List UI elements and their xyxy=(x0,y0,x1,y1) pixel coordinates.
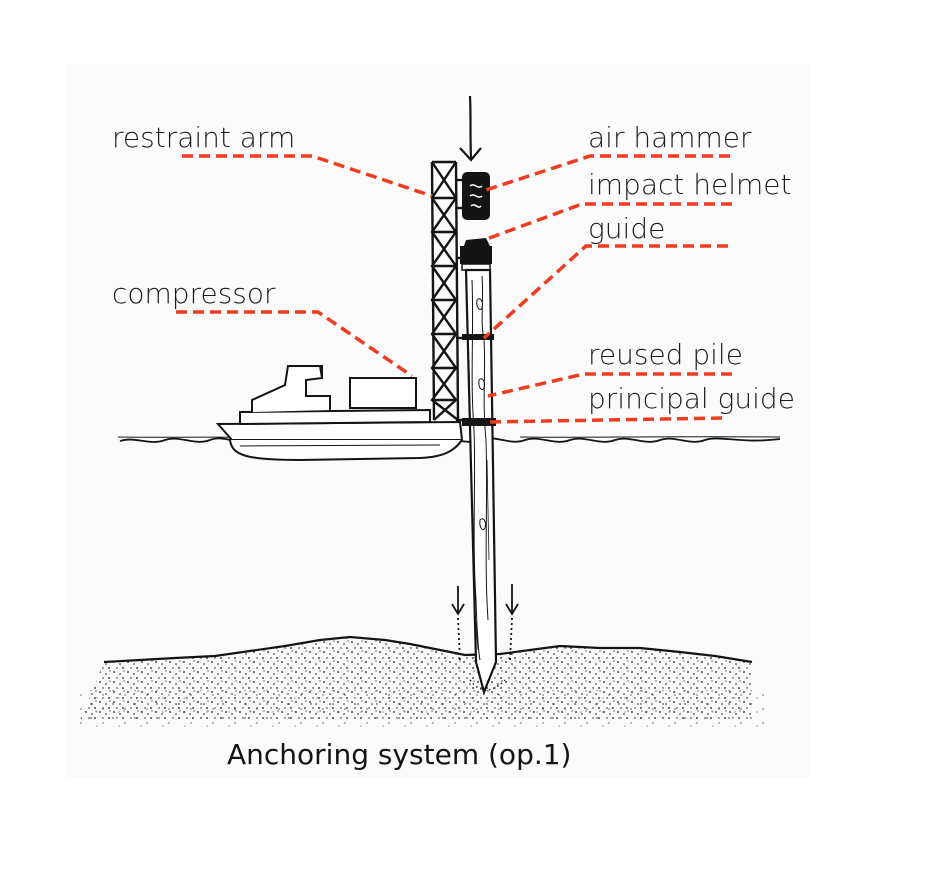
diagram-caption: Anchoring system (op.1) xyxy=(227,738,572,771)
label-principal-guide: principal guide xyxy=(588,382,795,415)
leader-guide xyxy=(482,244,728,340)
leader-restraint-arm xyxy=(182,154,433,198)
leader-air-hammer xyxy=(485,154,730,192)
restraint-tower xyxy=(430,160,466,422)
label-reused-pile: reused pile xyxy=(588,338,743,371)
downward-force-arrow xyxy=(459,95,482,162)
label-impact-helmet: impact helmet xyxy=(588,168,792,201)
leader-compressor xyxy=(176,310,413,378)
penetration-arrows xyxy=(451,584,519,661)
label-restraint-arm: restraint arm xyxy=(112,121,296,154)
leader-principal-guide xyxy=(487,416,723,424)
impact-helmet xyxy=(460,238,492,271)
seabed xyxy=(80,635,770,730)
label-guide: guide xyxy=(588,212,666,245)
reused-pile xyxy=(462,268,498,696)
leader-reused-pile xyxy=(487,372,732,398)
barge xyxy=(215,365,464,462)
label-compressor: compressor xyxy=(112,277,276,310)
label-air-hammer: air hammer xyxy=(588,121,752,154)
leader-lines xyxy=(176,154,732,424)
air-hammer xyxy=(462,172,490,220)
